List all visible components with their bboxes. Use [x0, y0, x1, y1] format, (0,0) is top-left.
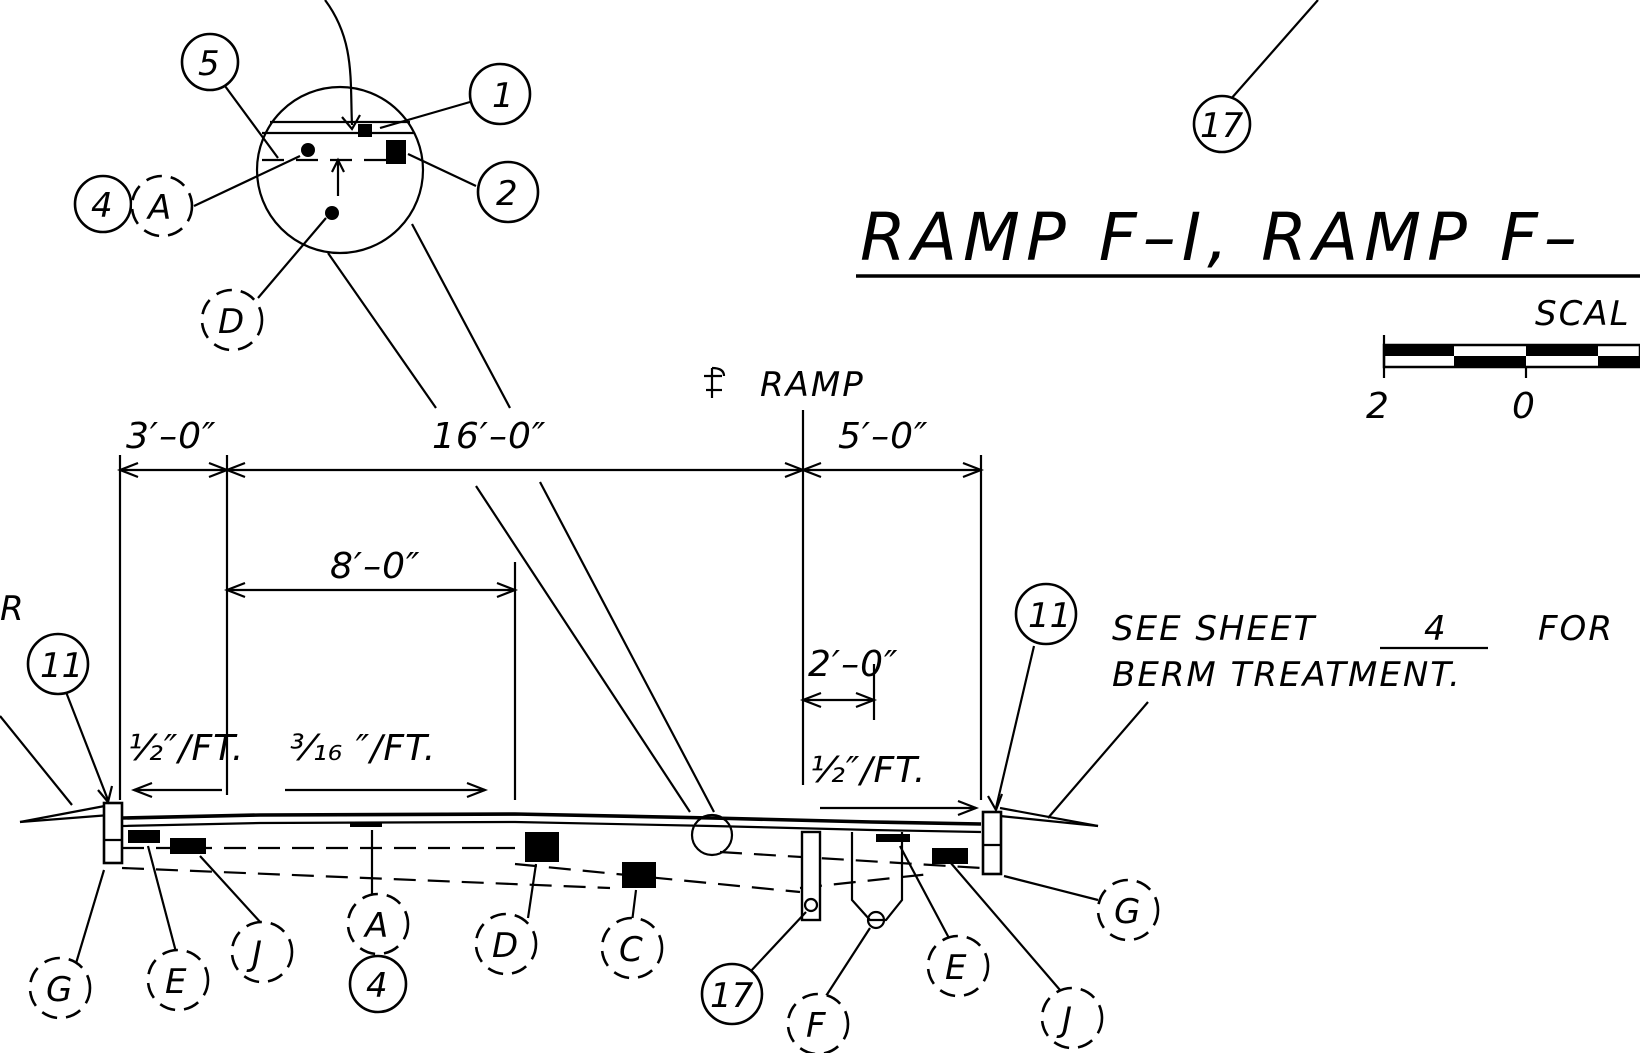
note-line2: BERM TREATMENT. [1112, 655, 1462, 695]
callout-11-left [26, 632, 90, 696]
label-callouts-c11-right: 11 [1028, 596, 1071, 636]
note-line1: SEE SHEET [1112, 609, 1316, 649]
label-callouts-c11-left: 11 [40, 646, 83, 686]
label-callouts-b17: 17 [710, 976, 754, 1016]
slope-left: ½″/FT. [128, 728, 244, 769]
callout-G-left [28, 956, 92, 1020]
dim-right-offset: 2′–0″ [808, 644, 898, 685]
callout-F-bottom [786, 992, 850, 1053]
callout-4 [73, 174, 133, 234]
slope-right: ½″/FT. [810, 750, 926, 791]
callout-1 [468, 62, 532, 126]
dim-left-shoulder: 3′–0″ [126, 416, 216, 457]
label-callouts-c1: 1 [492, 76, 514, 116]
label-callouts-cD: D [218, 302, 244, 342]
callout-2 [476, 160, 540, 224]
drawing-title: RAMP F–I, RAMP F– [860, 199, 1583, 276]
dim-lane-offset: 8′–0″ [330, 546, 420, 587]
callout-17-top [1192, 94, 1252, 154]
callout-J-left [230, 920, 294, 984]
label-callouts-bC: C [619, 930, 643, 970]
label-callouts-bA: A [363, 906, 388, 946]
note-line1-end: FOR [1538, 609, 1614, 649]
label-callouts-bF: F [806, 1006, 826, 1046]
callout-A-bottom [346, 892, 410, 956]
label-callouts-c5: 5 [198, 44, 220, 84]
scale-bar [1382, 335, 1640, 378]
callout-D-detail [200, 288, 264, 352]
scale-tick-0: 0 [1512, 386, 1536, 427]
callout-11-right [1014, 582, 1078, 646]
edge-label-left: R [0, 589, 26, 629]
note-sheet-number: 4 [1424, 609, 1448, 649]
callout-4-bottom [348, 954, 408, 1014]
detail-circle [255, 85, 425, 255]
label-callouts-bG-left: G [46, 970, 72, 1010]
label-callouts-bD: D [492, 926, 518, 966]
label-callouts-b4: 4 [366, 966, 388, 1006]
label-callouts-c4: 4 [91, 186, 113, 226]
scale-tick-2: 2 [1366, 386, 1390, 427]
pavement-section [19, 801, 1099, 930]
label-callouts-bE-right: E [945, 948, 967, 988]
dim-main-width: 16′–0″ [432, 416, 546, 457]
callout-E-right [926, 934, 990, 998]
slope-middle: ³⁄₁₆ ″/FT. [290, 728, 436, 769]
label-callouts-c17: 17 [1200, 106, 1244, 146]
callout-E-left [146, 948, 210, 1012]
centerline-symbol [704, 366, 726, 398]
label-callouts-bE-left: E [165, 962, 187, 1002]
dim-right-shoulder: 5′–0″ [838, 416, 928, 457]
scale-label: SCAL [1535, 294, 1631, 334]
label-callouts-c2: 2 [496, 174, 518, 214]
centerline-label: RAMP [760, 365, 865, 405]
callout-D-bottom [474, 912, 538, 976]
callout-G-right [1096, 878, 1160, 942]
label-callouts-bG-right: G [1114, 892, 1140, 932]
callout-A-detail [130, 174, 194, 238]
label-callouts-cA: A [146, 188, 171, 228]
callout-5 [180, 32, 240, 92]
callout-17-bottom [700, 962, 764, 1026]
callout-J-right [1040, 986, 1104, 1050]
callout-C-bottom [600, 916, 664, 980]
